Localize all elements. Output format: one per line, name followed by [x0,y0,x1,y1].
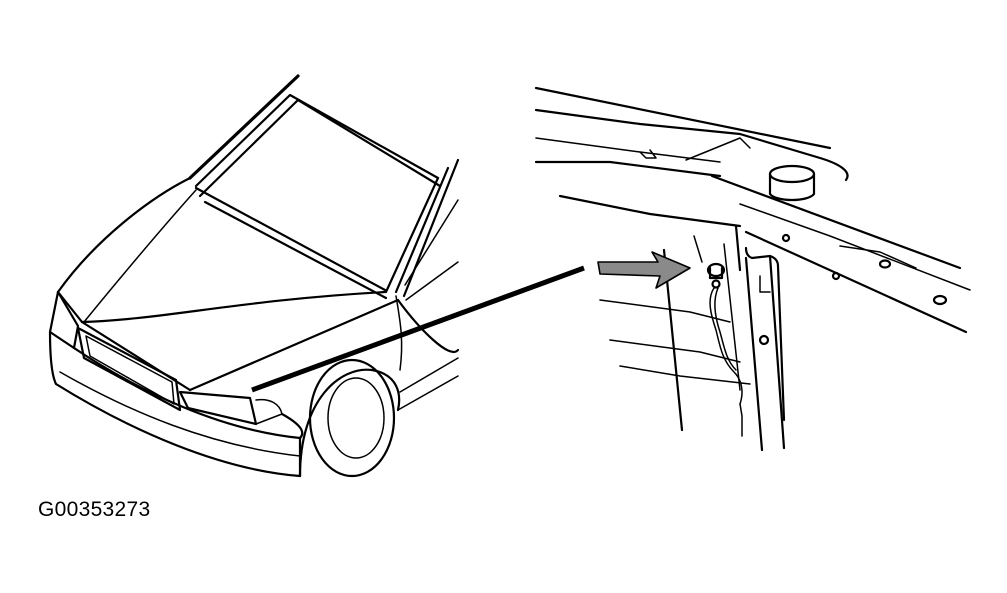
pointer-arrow [597,251,691,289]
leader-line [251,265,585,393]
figure-id-label: G00353273 [38,498,151,521]
car-front-illustration [48,74,460,478]
